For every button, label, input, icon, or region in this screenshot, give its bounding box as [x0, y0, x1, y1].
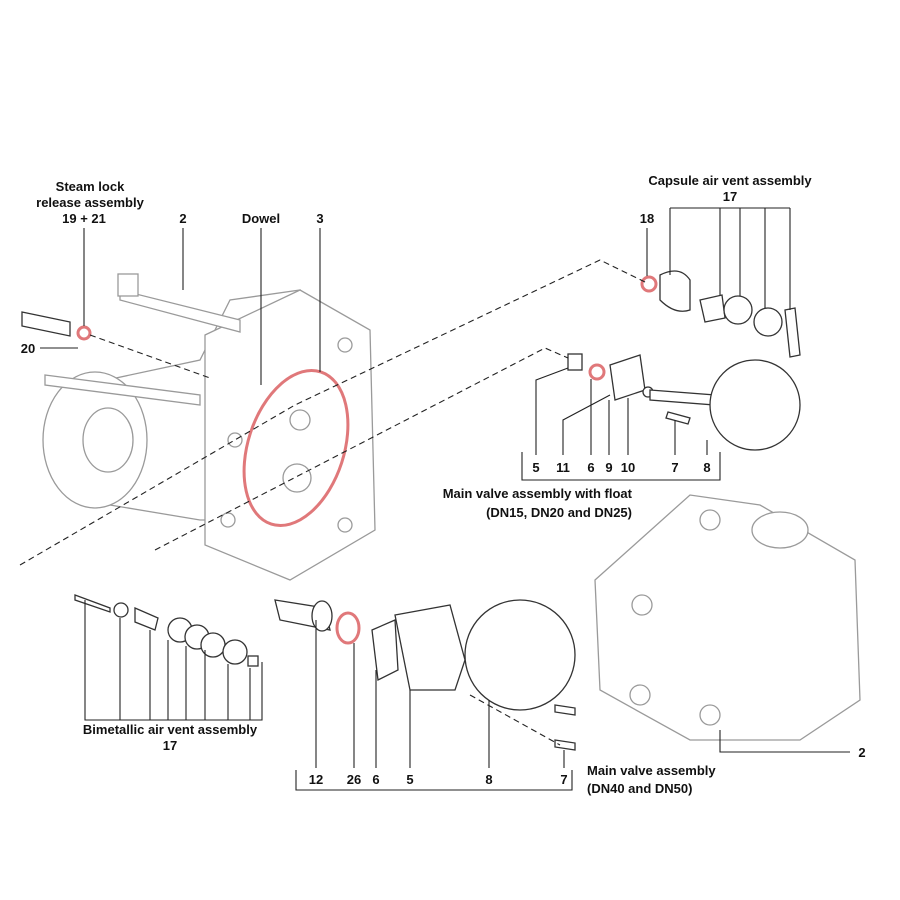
label-float-part: 6	[587, 460, 594, 475]
label-part-2-right: 2	[858, 745, 865, 760]
label-float-part: 10	[621, 460, 635, 475]
label-capsule-title: Capsule air vent assembly	[648, 173, 812, 188]
label-float-assembly-title: Main valve assembly with float	[443, 486, 633, 501]
trap-body-left	[42, 273, 376, 581]
label-main-part: 5	[406, 772, 413, 787]
label-part-3: 3	[316, 211, 323, 226]
label-float-part: 9	[605, 460, 612, 475]
label-dowel: Dowel	[242, 211, 280, 226]
label-float-part: 5	[532, 460, 539, 475]
trap-body-right	[594, 494, 861, 741]
label-main-assembly-sizes: (DN40 and DN50)	[587, 781, 692, 796]
label-main-part: 7	[560, 772, 567, 787]
label-float-part: 11	[556, 460, 570, 475]
label-part-20: 20	[21, 341, 35, 356]
label-main-assembly-title: Main valve assembly	[587, 763, 716, 778]
label-capsule-number: 17	[723, 189, 737, 204]
label-bimetallic-title: Bimetallic air vent assembly	[83, 722, 258, 737]
gasket-3	[242, 368, 350, 528]
label-bimetallic-number: 17	[163, 738, 177, 753]
label-main-part: 6	[372, 772, 379, 787]
capsule-air-vent-parts	[640, 270, 801, 358]
label-steam-lock-parts: 19 + 21	[62, 211, 106, 226]
bimetallic-air-vent-parts	[74, 594, 259, 667]
label-float-assembly-sizes: (DN15, DN20 and DN25)	[486, 505, 632, 520]
label-part-2-top: 2	[179, 211, 186, 226]
steam-lock-release-part	[21, 311, 92, 341]
label-float-part: 7	[671, 460, 678, 475]
label-float-part: 8	[703, 460, 710, 475]
label-part-18: 18	[640, 211, 654, 226]
label-steam-lock-1: Steam lock	[56, 179, 125, 194]
label-main-part: 8	[485, 772, 492, 787]
float-assembly-small	[567, 353, 801, 451]
label-main-part: 26	[347, 772, 361, 787]
label-main-part: 12	[309, 772, 323, 787]
main-valve-assembly-parts	[274, 599, 576, 751]
alignment-lines	[19, 259, 646, 746]
label-steam-lock-2: release assembly	[36, 195, 144, 210]
leader-lines	[40, 207, 850, 791]
